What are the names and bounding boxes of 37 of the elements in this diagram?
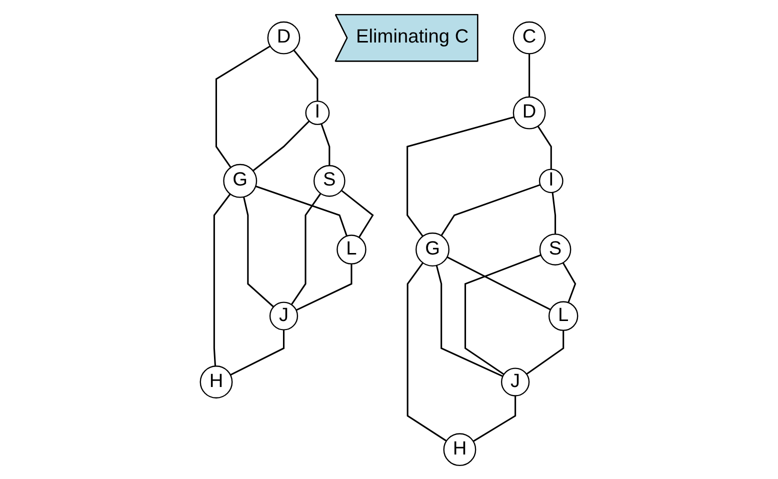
node-circle: S [539,233,572,265]
connector [215,44,271,168]
connector [293,49,318,101]
node-circle: G [223,163,258,198]
connector [406,262,447,442]
node-circle: C [512,20,546,54]
connector [252,120,310,171]
node-circle: L [548,300,578,330]
node-circle: G [416,232,450,266]
connector [406,116,514,236]
connector [243,196,274,307]
connector [296,263,352,310]
node-circle: I [305,100,330,125]
node-circle: H [443,432,476,466]
connector [526,330,564,374]
connector [446,256,551,310]
connector [552,192,556,234]
connector [290,192,322,305]
connector [464,254,542,374]
connector [436,264,504,377]
node-circle: J [269,301,298,330]
connector [528,53,530,96]
connector [213,193,231,366]
node-circle: I [538,168,564,193]
connector [230,329,285,376]
connector [472,395,516,442]
node-circle: D [512,96,546,129]
connector [255,185,348,236]
node-circle: L [336,234,366,264]
connector [440,184,540,236]
node-circle: D [267,20,300,54]
connector [562,262,576,302]
node-circle: S [313,164,346,196]
node-circle: H [200,365,233,398]
connector [537,125,552,169]
connector [320,123,330,166]
node-circle: J [500,367,530,396]
